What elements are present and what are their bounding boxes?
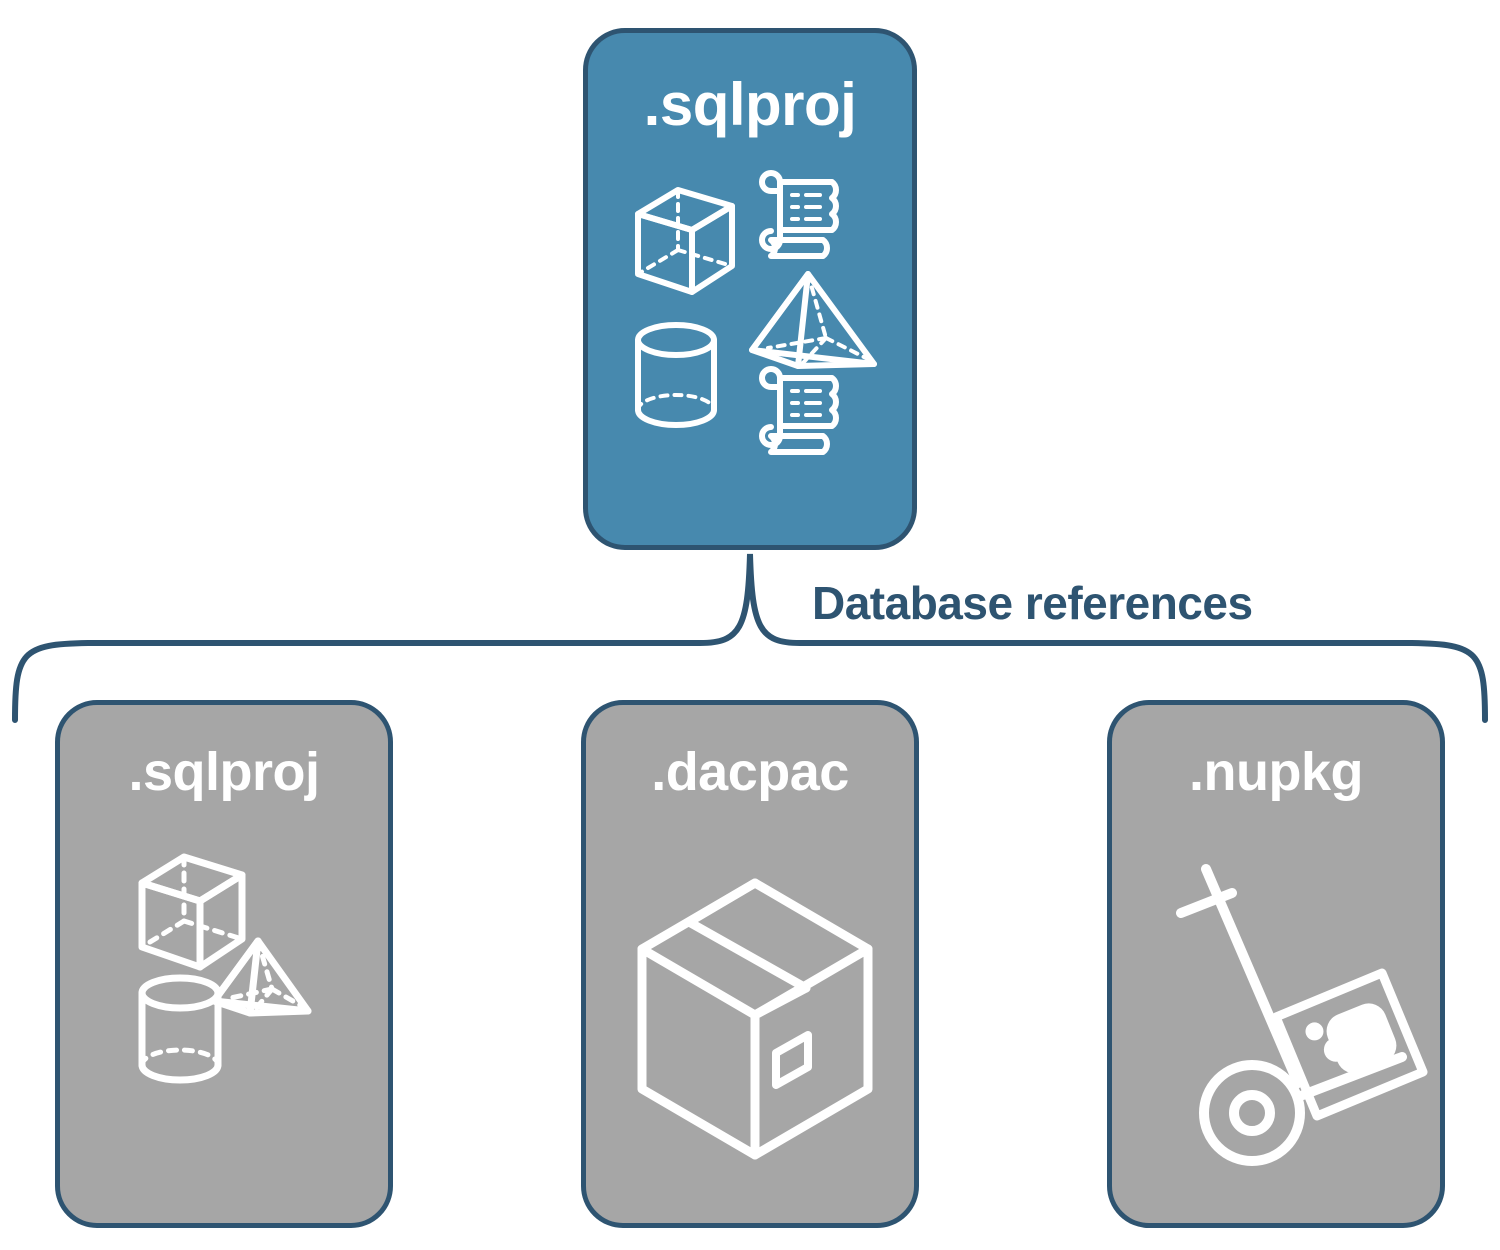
brace-label: Database references (812, 577, 1253, 629)
card-ref-sqlproj[interactable]: .sqlproj (55, 700, 393, 1228)
card-artwork-sqlproj-root (630, 168, 880, 468)
card-ref-dacpac[interactable]: .dacpac (581, 700, 919, 1228)
nuget-package-icon (1271, 968, 1428, 1121)
card-artwork-sqlproj (60, 825, 388, 1223)
cylinder-icon (138, 974, 222, 1084)
scroll-icon (759, 366, 839, 455)
cylinder-icon (635, 322, 717, 428)
package-box-icon (637, 878, 873, 1160)
cube-icon (138, 853, 246, 971)
card-artwork-dacpac (586, 825, 914, 1223)
card-ref-nupkg[interactable]: .nupkg (1107, 700, 1445, 1228)
card-title: .dacpac (651, 742, 849, 802)
cube-icon (635, 187, 735, 295)
card-title: .nupkg (1189, 742, 1363, 802)
brace-connector (0, 548, 1500, 738)
card-title: .sqlproj (128, 742, 320, 802)
brace-path (12, 553, 1488, 723)
scroll-icon (759, 170, 839, 259)
card-title: .sqlproj (643, 71, 857, 138)
card-artwork-nupkg (1112, 825, 1440, 1223)
hand-truck-icon (1176, 864, 1407, 1166)
pyramid-icon (210, 937, 312, 1017)
card-sqlproj-root[interactable]: .sqlproj (583, 28, 917, 550)
pyramid-icon (749, 271, 877, 369)
